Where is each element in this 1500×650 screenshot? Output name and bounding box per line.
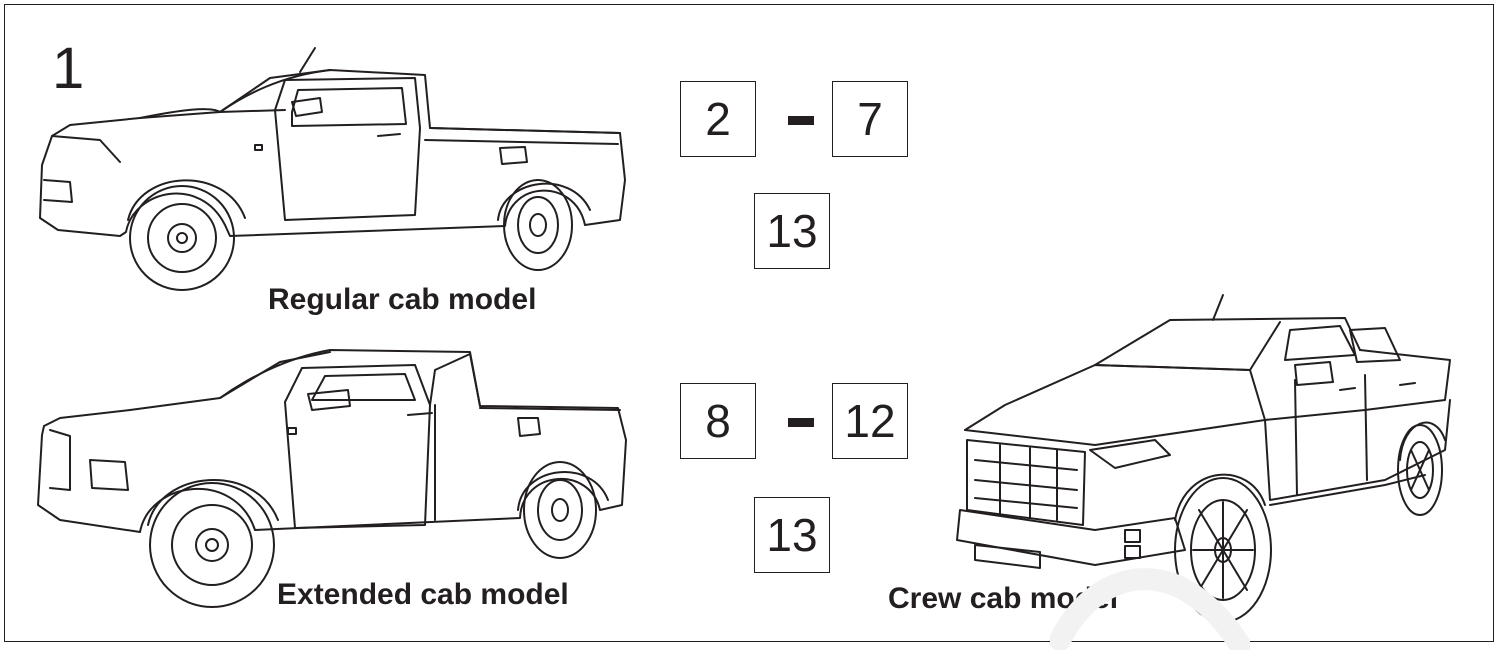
part-number-box-8: 8: [680, 383, 756, 459]
figure-number: 1: [52, 36, 85, 101]
range-dash: [788, 116, 814, 125]
part-number-box-13: 13: [754, 497, 830, 573]
extended-cab-truck-illustration: [37, 349, 627, 608]
figure-frame: [4, 4, 1494, 642]
watermark-mark: [1050, 568, 1250, 650]
part-number-box-2: 2: [680, 81, 756, 157]
part-number-box-7: 7: [832, 81, 908, 157]
regular-cab-caption: Regular cab model: [268, 283, 537, 316]
range-dash: [788, 418, 814, 427]
regular-cab-truck-illustration: [39, 47, 626, 291]
crew-cab-truck-illustration: [956, 294, 1451, 623]
part-number-box-12: 12: [832, 383, 908, 459]
extended-cab-caption: Extended cab model: [277, 578, 569, 611]
part-number-box-13: 13: [754, 193, 830, 269]
